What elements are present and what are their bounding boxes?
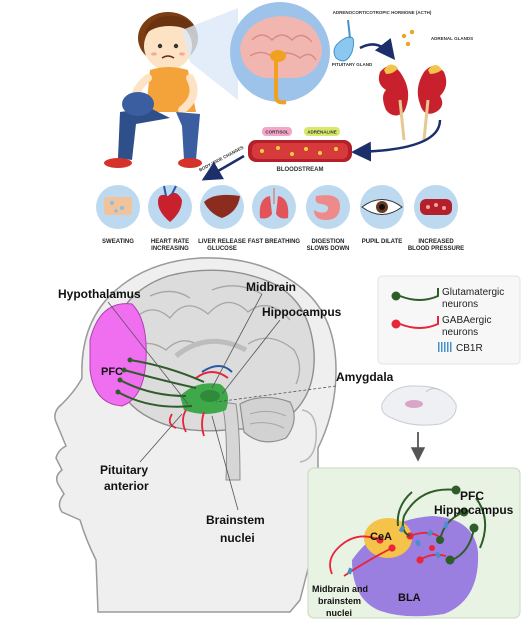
inset-hippocampus-label: Hippocampus	[434, 503, 514, 517]
svg-text:SWEATING: SWEATING	[102, 239, 134, 245]
inset-midbrain-label-line2: brainstem	[318, 596, 361, 606]
effect-digestion: DIGESTION SLOWS DOWN	[306, 185, 350, 252]
glutamatergic-pathways	[117, 359, 205, 408]
legend-cb1r: CB1R	[438, 342, 483, 354]
amygdala-leader	[215, 385, 337, 403]
arrow-to-body-changes	[201, 154, 245, 181]
inset-cb1r-markers	[347, 521, 449, 575]
zoom-cone	[182, 8, 238, 100]
midbrain-leader	[211, 293, 263, 389]
hippocampus-leader	[221, 319, 281, 395]
pfc-label: PFC	[101, 366, 123, 378]
pituitary-gland-label: PITUITARY GLAND	[332, 62, 373, 67]
brain-illustration	[111, 269, 315, 481]
cea-region	[364, 518, 412, 558]
svg-text:DIGESTION: DIGESTION	[311, 239, 344, 245]
svg-text:INCREASING: INCREASING	[151, 246, 189, 252]
pituitary-label-line1: Pituitary	[100, 463, 148, 477]
hypothalamus-label: Hypothalamus	[58, 287, 141, 301]
svg-text:GLUCOSE: GLUCOSE	[207, 246, 237, 252]
inset-glutamatergic-somas	[436, 485, 479, 565]
effects-row: SWEATING HEART RATE INCREASING LIVER REL…	[96, 185, 464, 252]
svg-text:neurons: neurons	[442, 299, 478, 310]
brainstem-label-line1: Brainstem	[206, 513, 265, 527]
cb1r-icon	[438, 342, 452, 352]
inset-cea-label: CeA	[370, 531, 392, 543]
inset-bla-label: BLA	[398, 592, 421, 604]
arrow-adrenal-to-bloodstream	[351, 119, 442, 162]
inset-midbrain-label-line3: nuclei	[326, 608, 352, 618]
pituitary-gland-icon: PITUITARY GLAND	[332, 19, 373, 67]
legend-gabaergic: GABAergic neurons	[391, 315, 491, 338]
hypothalamus-leader	[107, 301, 189, 405]
stressed-boy-illustration	[104, 12, 202, 168]
svg-text:HEART RATE: HEART RATE	[151, 239, 189, 245]
svg-text:SLOWS DOWN: SLOWS DOWN	[307, 246, 350, 252]
rodent-brain-icon	[381, 385, 457, 426]
amygdala-inset: PFC Hippocampus CeA BLA Midbrain and bra…	[307, 467, 521, 619]
inset-gabaergic-somas	[376, 532, 435, 564]
effect-liver: LIVER RELEASE GLUCOSE	[198, 185, 246, 252]
legend: Glutamatergic neurons GABAergic neurons …	[377, 275, 521, 365]
midbrain-label: Midbrain	[246, 280, 296, 294]
svg-text:BLOOD PRESSURE: BLOOD PRESSURE	[408, 246, 464, 252]
amygdala-label: Amygdala	[336, 370, 394, 384]
arrow-pituitary-to-adrenal	[359, 38, 396, 60]
brainstem-leader	[211, 415, 239, 511]
pfc-region	[89, 303, 147, 407]
top-panel: PITUITARY GLAND ADRENOCORTICOTROPIC HORM…	[96, 2, 473, 252]
effect-pupil: PUPIL DILATE	[360, 185, 404, 245]
brain-panel: PFC Hypothalamus M	[54, 257, 394, 613]
brainstem-label-line2: nuclei	[220, 531, 255, 545]
hippocampus-label: Hippocampus	[262, 305, 342, 319]
svg-text:LIVER RELEASE: LIVER RELEASE	[198, 239, 246, 245]
svg-text:ADRENALINE: ADRENALINE	[307, 130, 337, 135]
svg-text:GABAergic: GABAergic	[442, 315, 491, 326]
bloodstream-vessel: BLOODSTREAM	[248, 140, 352, 173]
pituitary-leader	[139, 413, 183, 463]
adrenaline-tag: ADRENALINE	[304, 127, 340, 136]
effect-heart-rate: HEART RATE INCREASING	[148, 185, 192, 252]
svg-text:INCREASED: INCREASED	[418, 239, 454, 245]
glutamatergic-terminals	[115, 357, 133, 395]
adrenal-glands-icon: ADRENAL GLANDS	[378, 36, 473, 141]
pituitary-label-line2: anterior	[104, 479, 149, 493]
bloodstream-label: BLOODSTREAM	[277, 167, 324, 173]
svg-text:CORTISOL: CORTISOL	[265, 130, 289, 135]
cortisol-tag: CORTISOL	[262, 127, 292, 136]
inset-midbrain-label-line1: Midbrain and	[312, 584, 368, 594]
inset-pfc-label: PFC	[460, 489, 484, 503]
svg-text:Glutamatergic: Glutamatergic	[442, 287, 504, 298]
svg-text:CB1R: CB1R	[456, 343, 483, 354]
adrenal-glands-label: ADRENAL GLANDS	[431, 36, 473, 41]
acth-particles	[401, 29, 415, 47]
legend-glutamatergic: Glutamatergic neurons	[391, 287, 504, 310]
svg-text:PUPIL DILATE: PUPIL DILATE	[362, 239, 402, 245]
effect-sweating: SWEATING	[96, 185, 140, 245]
svg-text:FAST BREATHING: FAST BREATHING	[248, 239, 301, 245]
gabaergic-pathways	[168, 409, 205, 437]
effect-lungs: FAST BREATHING	[248, 185, 301, 245]
acth-label: ADRENOCORTICOTROPIC HORMONE (ACTH)	[333, 10, 432, 15]
svg-text:neurons: neurons	[442, 327, 478, 338]
effect-blood-pressure: INCREASED BLOOD PRESSURE	[408, 185, 464, 252]
brain-circle	[230, 2, 330, 105]
